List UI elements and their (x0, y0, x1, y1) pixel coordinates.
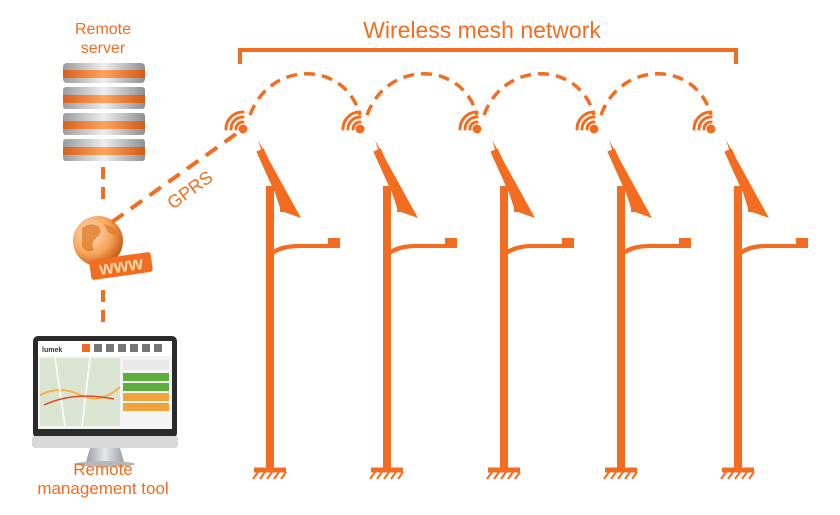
wireless-antenna-icon (341, 110, 365, 134)
mesh-link (365, 72, 479, 116)
street-light-pole-icon (575, 110, 691, 480)
wireless-antenna-icon (224, 110, 248, 134)
mesh-links (248, 72, 713, 116)
mesh-link (248, 72, 362, 116)
wireless-antenna-icon (458, 110, 482, 134)
tool-label-line2: management tool (37, 479, 168, 498)
wireless-antenna-icon (692, 110, 716, 134)
wireless-antenna-icon (575, 110, 599, 134)
gprs-label: GPRS (163, 167, 216, 213)
globe-www-icon: www (73, 216, 153, 280)
mesh-link (482, 72, 596, 116)
server-rack-icon (63, 63, 145, 161)
server-label-line1: Remote (75, 21, 131, 38)
network-bracket (238, 48, 738, 64)
mesh-link (599, 72, 713, 116)
tool-label-line1: Remote (73, 460, 133, 479)
street-light-pole-icon (458, 110, 574, 480)
gprs-link (110, 132, 238, 224)
street-light-pole-icon (224, 110, 340, 480)
title: Wireless mesh network (363, 17, 601, 43)
poles (224, 110, 808, 480)
street-light-pole-icon (341, 110, 457, 480)
computer-monitor-icon: lumek (32, 336, 178, 467)
street-light-pole-icon (692, 110, 808, 480)
app-brand: lumek (42, 347, 62, 354)
server-label-line2: server (81, 40, 126, 57)
